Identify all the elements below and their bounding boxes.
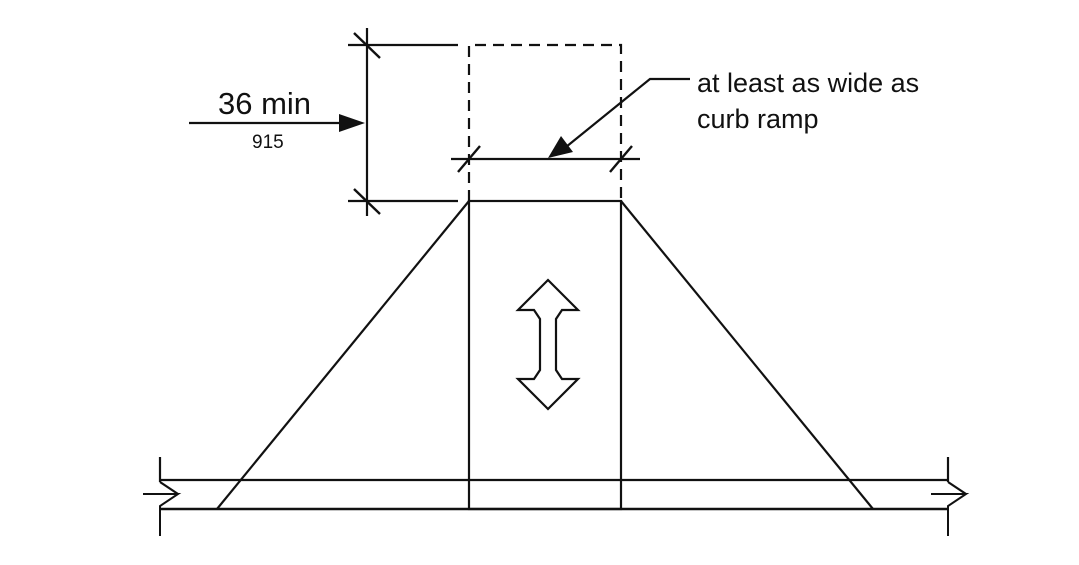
tick-right bbox=[609, 145, 633, 173]
vertical-dimension bbox=[348, 28, 458, 216]
callout-line-2: curb ramp bbox=[697, 104, 819, 134]
landing-dashed-outline bbox=[467, 43, 623, 201]
tick-left bbox=[457, 145, 481, 173]
right-flare-edge bbox=[620, 200, 874, 510]
left-flare-edge bbox=[216, 200, 470, 510]
callout-leader-line bbox=[565, 77, 690, 148]
right-break-line bbox=[931, 457, 970, 536]
width-dimension bbox=[451, 145, 640, 173]
callout-line-1: at least as wide as bbox=[697, 68, 920, 98]
double-headed-arrow-icon bbox=[515, 278, 581, 411]
callout-arrowhead bbox=[548, 136, 573, 158]
tick-bottom bbox=[353, 188, 381, 215]
tick-top bbox=[353, 32, 381, 59]
dimension-arrowhead bbox=[339, 114, 365, 132]
dimension-label-metric: 915 bbox=[252, 132, 284, 153]
dimension-label-imperial: 36 min bbox=[218, 86, 312, 121]
callout-text: at least as wide as curb ramp bbox=[697, 65, 919, 137]
left-break-line bbox=[143, 457, 182, 536]
